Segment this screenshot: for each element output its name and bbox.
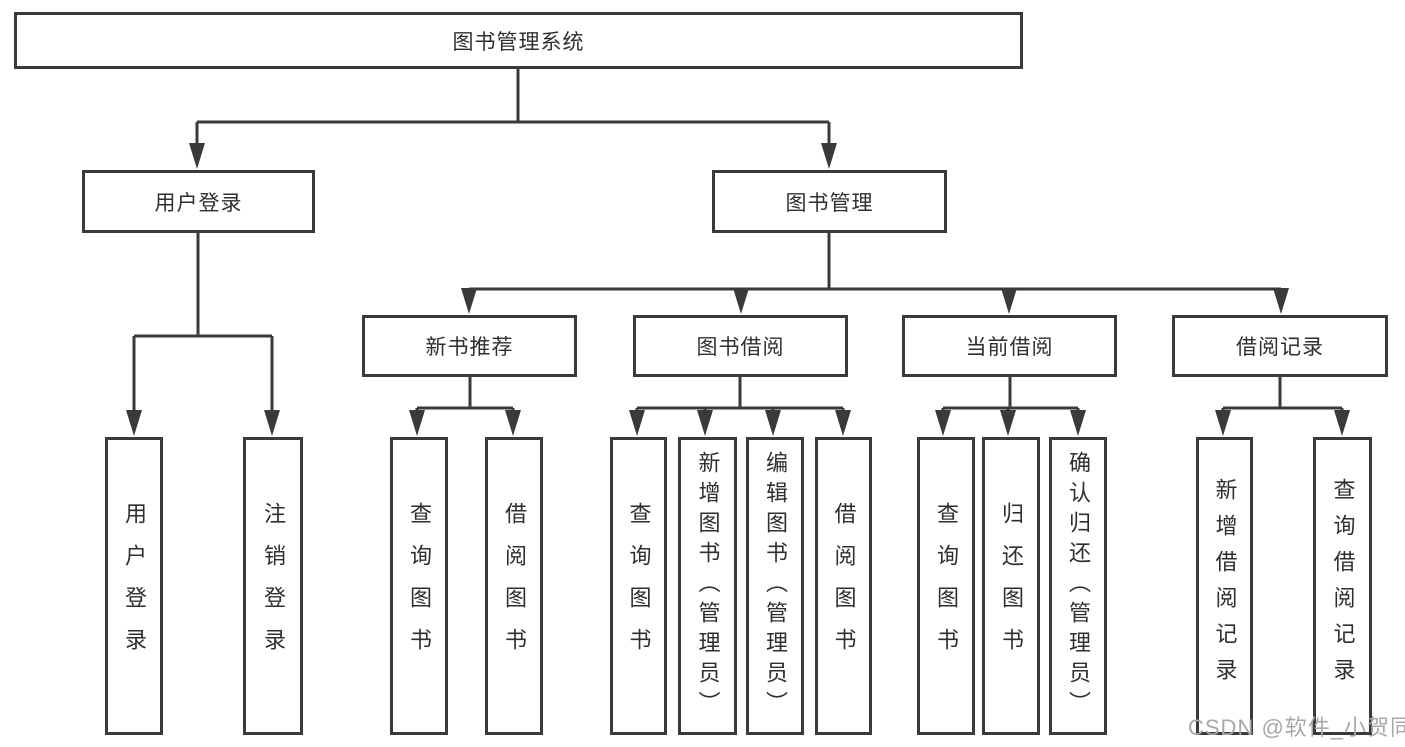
node-label: 查询图书 <box>934 502 959 670</box>
arrow-down-icon <box>935 410 951 436</box>
connector-root-to-level2 <box>189 69 837 169</box>
connector-book-management-to-level3 <box>461 233 1289 314</box>
arrow-down-icon <box>835 410 851 436</box>
arrow-down-icon <box>1000 410 1016 436</box>
leaf-confirm-return-admin: 确认归还（管理员） <box>1049 437 1107 735</box>
node-label: 图书借阅 <box>696 336 785 359</box>
node-label: 确认归还（管理员） <box>1066 451 1091 721</box>
arrow-down-icon <box>505 410 521 436</box>
arrow-down-icon <box>409 410 425 436</box>
node-user-login: 用户登录 <box>82 170 315 233</box>
leaf-borrow-books-recommend: 借阅图书 <box>485 437 543 735</box>
connector-book-borrow-to-leaves <box>629 377 851 436</box>
node-label: 图书管理系统 <box>452 30 585 54</box>
leaf-query-books-recommend: 查询图书 <box>390 437 448 735</box>
node-root-system: 图书管理系统 <box>14 12 1023 69</box>
node-label: 查询图书 <box>626 502 652 670</box>
node-book-borrow: 图书借阅 <box>633 315 848 377</box>
leaf-edit-books-admin: 编辑图书（管理员） <box>746 437 804 735</box>
leaf-query-borrow-record: 查询借阅记录 <box>1313 437 1372 735</box>
node-label: 新书推荐 <box>425 336 514 359</box>
arrow-down-icon <box>733 288 749 314</box>
arrow-down-icon <box>1273 288 1289 314</box>
node-book-management: 图书管理 <box>712 170 947 233</box>
leaf-logout: 注销登录 <box>243 437 303 735</box>
node-borrow-records: 借阅记录 <box>1172 315 1388 377</box>
node-label: 当前借阅 <box>965 336 1054 359</box>
leaf-return-books: 归还图书 <box>982 437 1040 735</box>
arrow-down-icon <box>629 410 645 436</box>
node-label: 查询借阅记录 <box>1330 478 1356 694</box>
arrow-down-icon <box>697 410 713 436</box>
leaf-borrow-books: 借阅图书 <box>815 437 872 735</box>
node-new-book-recommend: 新书推荐 <box>362 315 577 377</box>
csdn-watermark: CSDN @软件_小贺同学 <box>1188 715 1405 740</box>
node-label: 归还图书 <box>999 502 1024 670</box>
arrow-down-icon <box>189 143 205 169</box>
node-label: 借阅图书 <box>502 502 527 670</box>
node-label: 借阅图书 <box>831 502 857 670</box>
node-label: 查询图书 <box>407 502 432 670</box>
node-label: 编辑图书（管理员） <box>763 451 788 721</box>
arrow-down-icon <box>1001 288 1017 314</box>
node-label: 用户登录 <box>154 191 243 215</box>
connector-current-borrow-to-leaves <box>935 377 1086 436</box>
node-label: 借阅记录 <box>1236 336 1324 359</box>
leaf-query-books-borrow: 查询图书 <box>610 437 667 735</box>
leaf-query-books-current: 查询图书 <box>917 437 975 735</box>
arrow-down-icon <box>1070 410 1086 436</box>
arrow-down-icon <box>821 143 837 169</box>
arrow-down-icon <box>264 410 280 436</box>
connector-borrow-records-to-leaves <box>1215 377 1350 436</box>
leaf-add-borrow-record: 新增借阅记录 <box>1196 437 1253 735</box>
arrow-down-icon <box>1215 410 1231 436</box>
node-label: 新增图书（管理员） <box>695 451 721 721</box>
leaf-user-login: 用户登录 <box>105 437 163 735</box>
leaf-add-books-admin: 新增图书（管理员） <box>678 437 737 735</box>
arrow-down-icon <box>461 288 477 314</box>
arrow-down-icon <box>1334 410 1350 436</box>
arrow-down-icon <box>126 410 142 436</box>
arrow-down-icon <box>765 410 781 436</box>
node-label: 图书管理 <box>785 191 874 215</box>
node-label: 用户登录 <box>122 502 147 670</box>
node-current-borrow: 当前借阅 <box>902 315 1117 377</box>
node-label: 新增借阅记录 <box>1212 478 1238 694</box>
node-label: 注销登录 <box>261 502 286 670</box>
connector-new-book-recommend-to-leaves <box>409 377 521 436</box>
connector-user-login-to-leaves <box>126 233 280 436</box>
